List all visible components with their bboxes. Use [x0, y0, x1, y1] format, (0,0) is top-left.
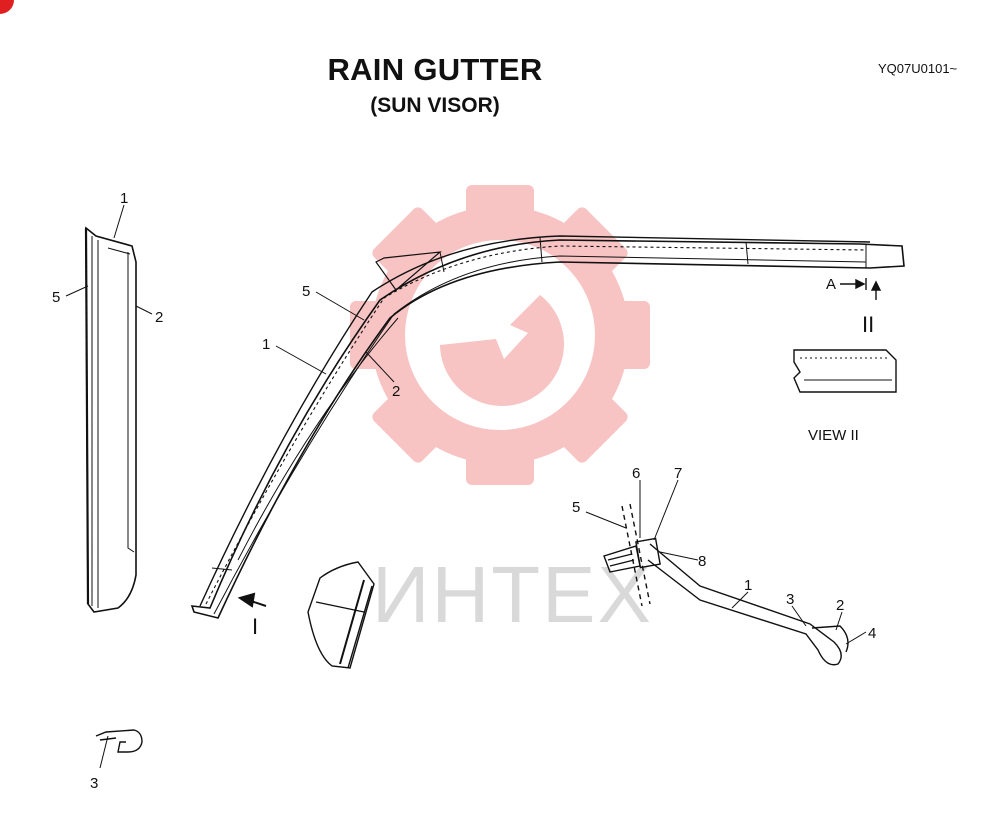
callout-det-5: 5 [572, 499, 580, 516]
diagram-code: YQ07U0101~ [878, 61, 958, 76]
clip-part [95, 729, 143, 769]
callout-det-2: 2 [836, 597, 844, 614]
callout-det-1: 1 [744, 577, 752, 594]
callout-clip-3: 3 [90, 775, 98, 792]
watermark-gear [350, 185, 650, 485]
page-title: RAIN GUTTER [327, 52, 543, 87]
arched-gutter [190, 235, 905, 619]
side-view-gutter [84, 226, 137, 613]
callout-det-7: 7 [674, 465, 682, 482]
side-view-leaders [65, 204, 153, 315]
view-i-arrow [237, 592, 267, 608]
view-a-label: A [826, 276, 836, 293]
callout-arch-2: 2 [392, 383, 400, 400]
view-i-label: I [252, 614, 258, 639]
callout-side-1: 1 [120, 190, 128, 207]
detail-assembly [603, 503, 849, 666]
page-subtitle: (SUN VISOR) [370, 94, 500, 117]
view-ii-label: II [862, 312, 874, 337]
arch-leaders [275, 291, 395, 383]
view-ii-section [793, 349, 897, 393]
detail-leaders [585, 479, 867, 645]
callout-side-5: 5 [52, 289, 60, 306]
callout-det-3: 3 [786, 591, 794, 608]
callout-det-6: 6 [632, 465, 640, 482]
callout-arch-5: 5 [302, 283, 310, 300]
view-a-arrow [840, 278, 882, 300]
view-ii-caption: VIEW II [808, 427, 859, 444]
callout-det-8: 8 [698, 553, 706, 570]
watermark-text: ИНТЕХ [372, 550, 653, 639]
callout-arch-1: 1 [262, 336, 270, 353]
sun-visor-piece [307, 561, 375, 669]
callout-side-2: 2 [155, 309, 163, 326]
callout-det-4: 4 [868, 625, 876, 642]
